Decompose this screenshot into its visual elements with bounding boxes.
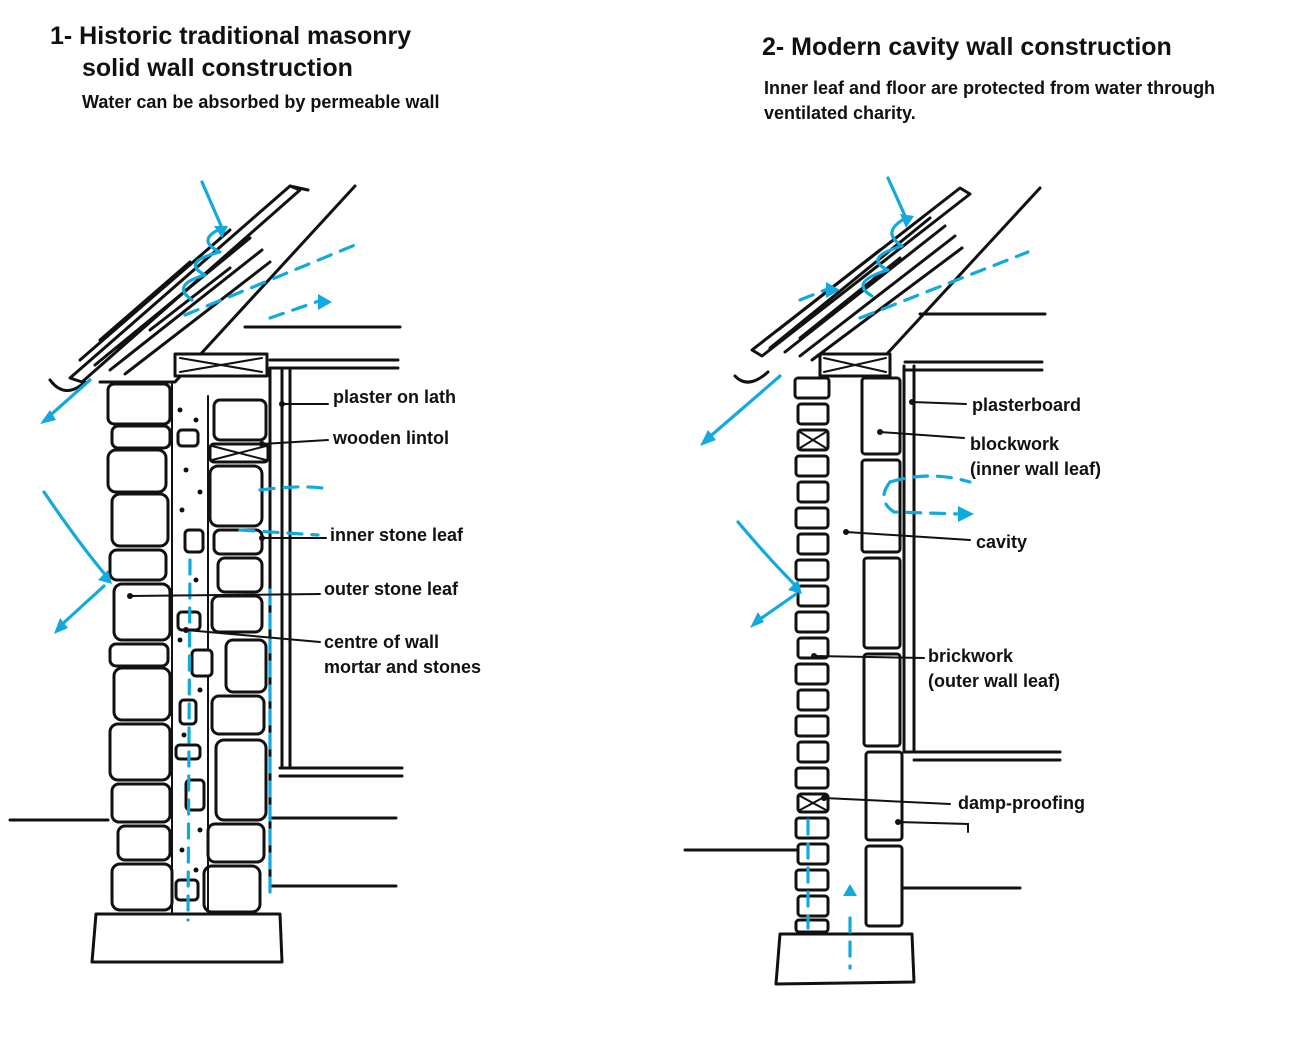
left-wall-section <box>8 180 404 964</box>
left-ground-lines <box>8 816 398 888</box>
label-inner-stone-leaf: inner stone leaf <box>330 525 464 545</box>
right-ground-lines <box>683 848 1022 890</box>
left-inner-stone-leaf <box>202 398 270 914</box>
left-subtitle: Water can be absorbed by permeable wall <box>82 92 440 112</box>
right-plasterboard <box>902 364 916 754</box>
label-outer-stone-leaf: outer stone leaf <box>324 579 459 599</box>
label-brickwork: brickwork <box>928 646 1014 666</box>
right-brickwork-outer-leaf <box>793 376 831 934</box>
label-inner-wall-leaf: (inner wall leaf) <box>970 459 1102 479</box>
label-blockwork: blockwork <box>970 434 1060 454</box>
label-plasterboard: plasterboard <box>972 395 1082 415</box>
label-centre-of-wall: centre of wall <box>324 632 440 652</box>
left-rubble-core <box>171 383 214 913</box>
left-floor <box>278 766 404 778</box>
label-mortar-and-stones: mortar and stones <box>324 657 482 677</box>
label-plaster-on-lath: plaster on lath <box>333 387 457 407</box>
right-foundation <box>774 932 916 986</box>
right-blockwork-inner-leaf <box>860 376 904 928</box>
left-outer-stone-leaf <box>106 382 174 912</box>
right-water-arrows <box>700 176 1030 970</box>
right-leader-lines <box>811 399 971 833</box>
right-subtitle-line1: Inner leaf and floor are protected from … <box>764 78 1216 98</box>
left-leader-lines <box>127 401 329 643</box>
right-subtitle-line2: ventilated charity. <box>764 103 916 123</box>
left-title-line2: solid wall construction <box>82 54 353 82</box>
label-wooden-lintol: wooden lintol <box>333 428 449 448</box>
label-damp-proofing: damp-proofing <box>958 793 1085 813</box>
right-title: 2- Modern cavity wall construction <box>762 33 1172 61</box>
left-water-arrows <box>40 180 357 922</box>
left-title-line1: 1- Historic traditional masonry <box>50 22 412 50</box>
left-plaster-on-lath <box>268 366 292 886</box>
label-outer-wall-leaf: (outer wall leaf) <box>928 671 1061 691</box>
left-foundation <box>90 912 284 964</box>
label-cavity: cavity <box>976 532 1028 552</box>
right-wall-section <box>683 176 1062 986</box>
right-floor <box>902 750 1062 762</box>
